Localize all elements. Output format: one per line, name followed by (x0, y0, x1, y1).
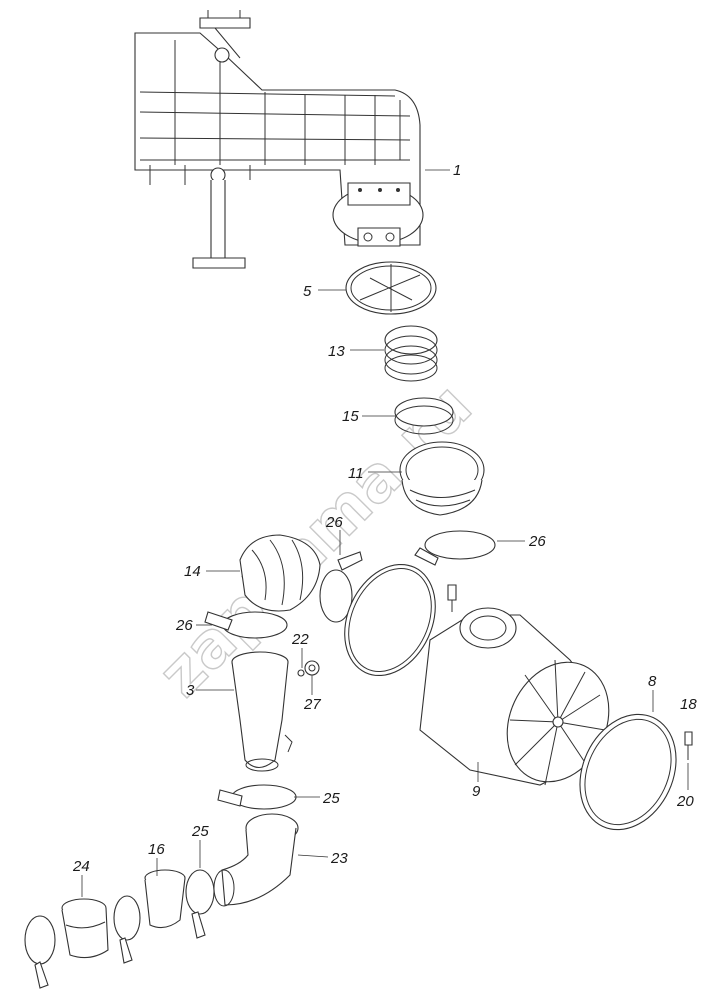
part-1-intake-frame (134, 10, 424, 269)
part-25-clamp-middle (217, 784, 297, 810)
callout-3: 3 (186, 682, 195, 699)
part-bolt-housing (447, 584, 457, 612)
callout-9: 9 (472, 783, 481, 800)
callout-16: 16 (148, 841, 165, 858)
callout-1: 1 (453, 162, 461, 179)
callout-8: 8 (648, 673, 657, 690)
part-25-clamp-lower (185, 869, 215, 939)
part-14-elbow-hose (239, 534, 321, 612)
callout-23: 23 (330, 850, 348, 867)
part-ring-band (344, 563, 436, 677)
part-8-band (579, 713, 677, 831)
part-clamp-lower-left (24, 915, 56, 989)
part-26-clamp-left (204, 611, 288, 639)
callout-27: 27 (303, 696, 321, 713)
callout-13: 13 (328, 343, 345, 360)
part-9-filter-housing (419, 607, 610, 786)
callout-18: 18 (680, 696, 697, 713)
part-18-bolt (684, 731, 693, 760)
callout-14: 14 (184, 563, 201, 580)
callout-22: 22 (291, 631, 309, 648)
callout-25-lower: 25 (191, 823, 209, 840)
callout-labels: 1 5 13 15 11 26 26 14 26 22 3 27 8 18 9 … (72, 162, 697, 875)
leader-lines (81, 169, 689, 897)
callout-26-middle: 26 (325, 514, 343, 531)
part-3-pipe (231, 651, 293, 772)
callout-26-left: 26 (175, 617, 193, 634)
part-11-bellows (399, 441, 485, 516)
part-16-sleeve (144, 869, 186, 929)
callout-24: 24 (72, 858, 90, 875)
callout-15: 15 (342, 408, 359, 425)
part-clamp-small (113, 895, 141, 964)
callout-26-upper-right: 26 (528, 533, 546, 550)
part-22-washer (297, 669, 305, 677)
callout-11: 11 (348, 465, 364, 482)
part-26-clamp-upper-right (414, 530, 496, 566)
callout-25-middle: 25 (322, 790, 340, 807)
part-24-hose (61, 898, 109, 959)
part-26-clamp-middle (319, 551, 363, 623)
part-27-nut (304, 660, 320, 676)
part-23-elbow-pipe (213, 813, 299, 907)
part-15-ring (394, 397, 454, 435)
part-5-gasket (345, 261, 437, 315)
callout-20: 20 (676, 793, 694, 810)
part-13-corrugated-ring (384, 325, 438, 382)
callout-5: 5 (303, 283, 312, 300)
